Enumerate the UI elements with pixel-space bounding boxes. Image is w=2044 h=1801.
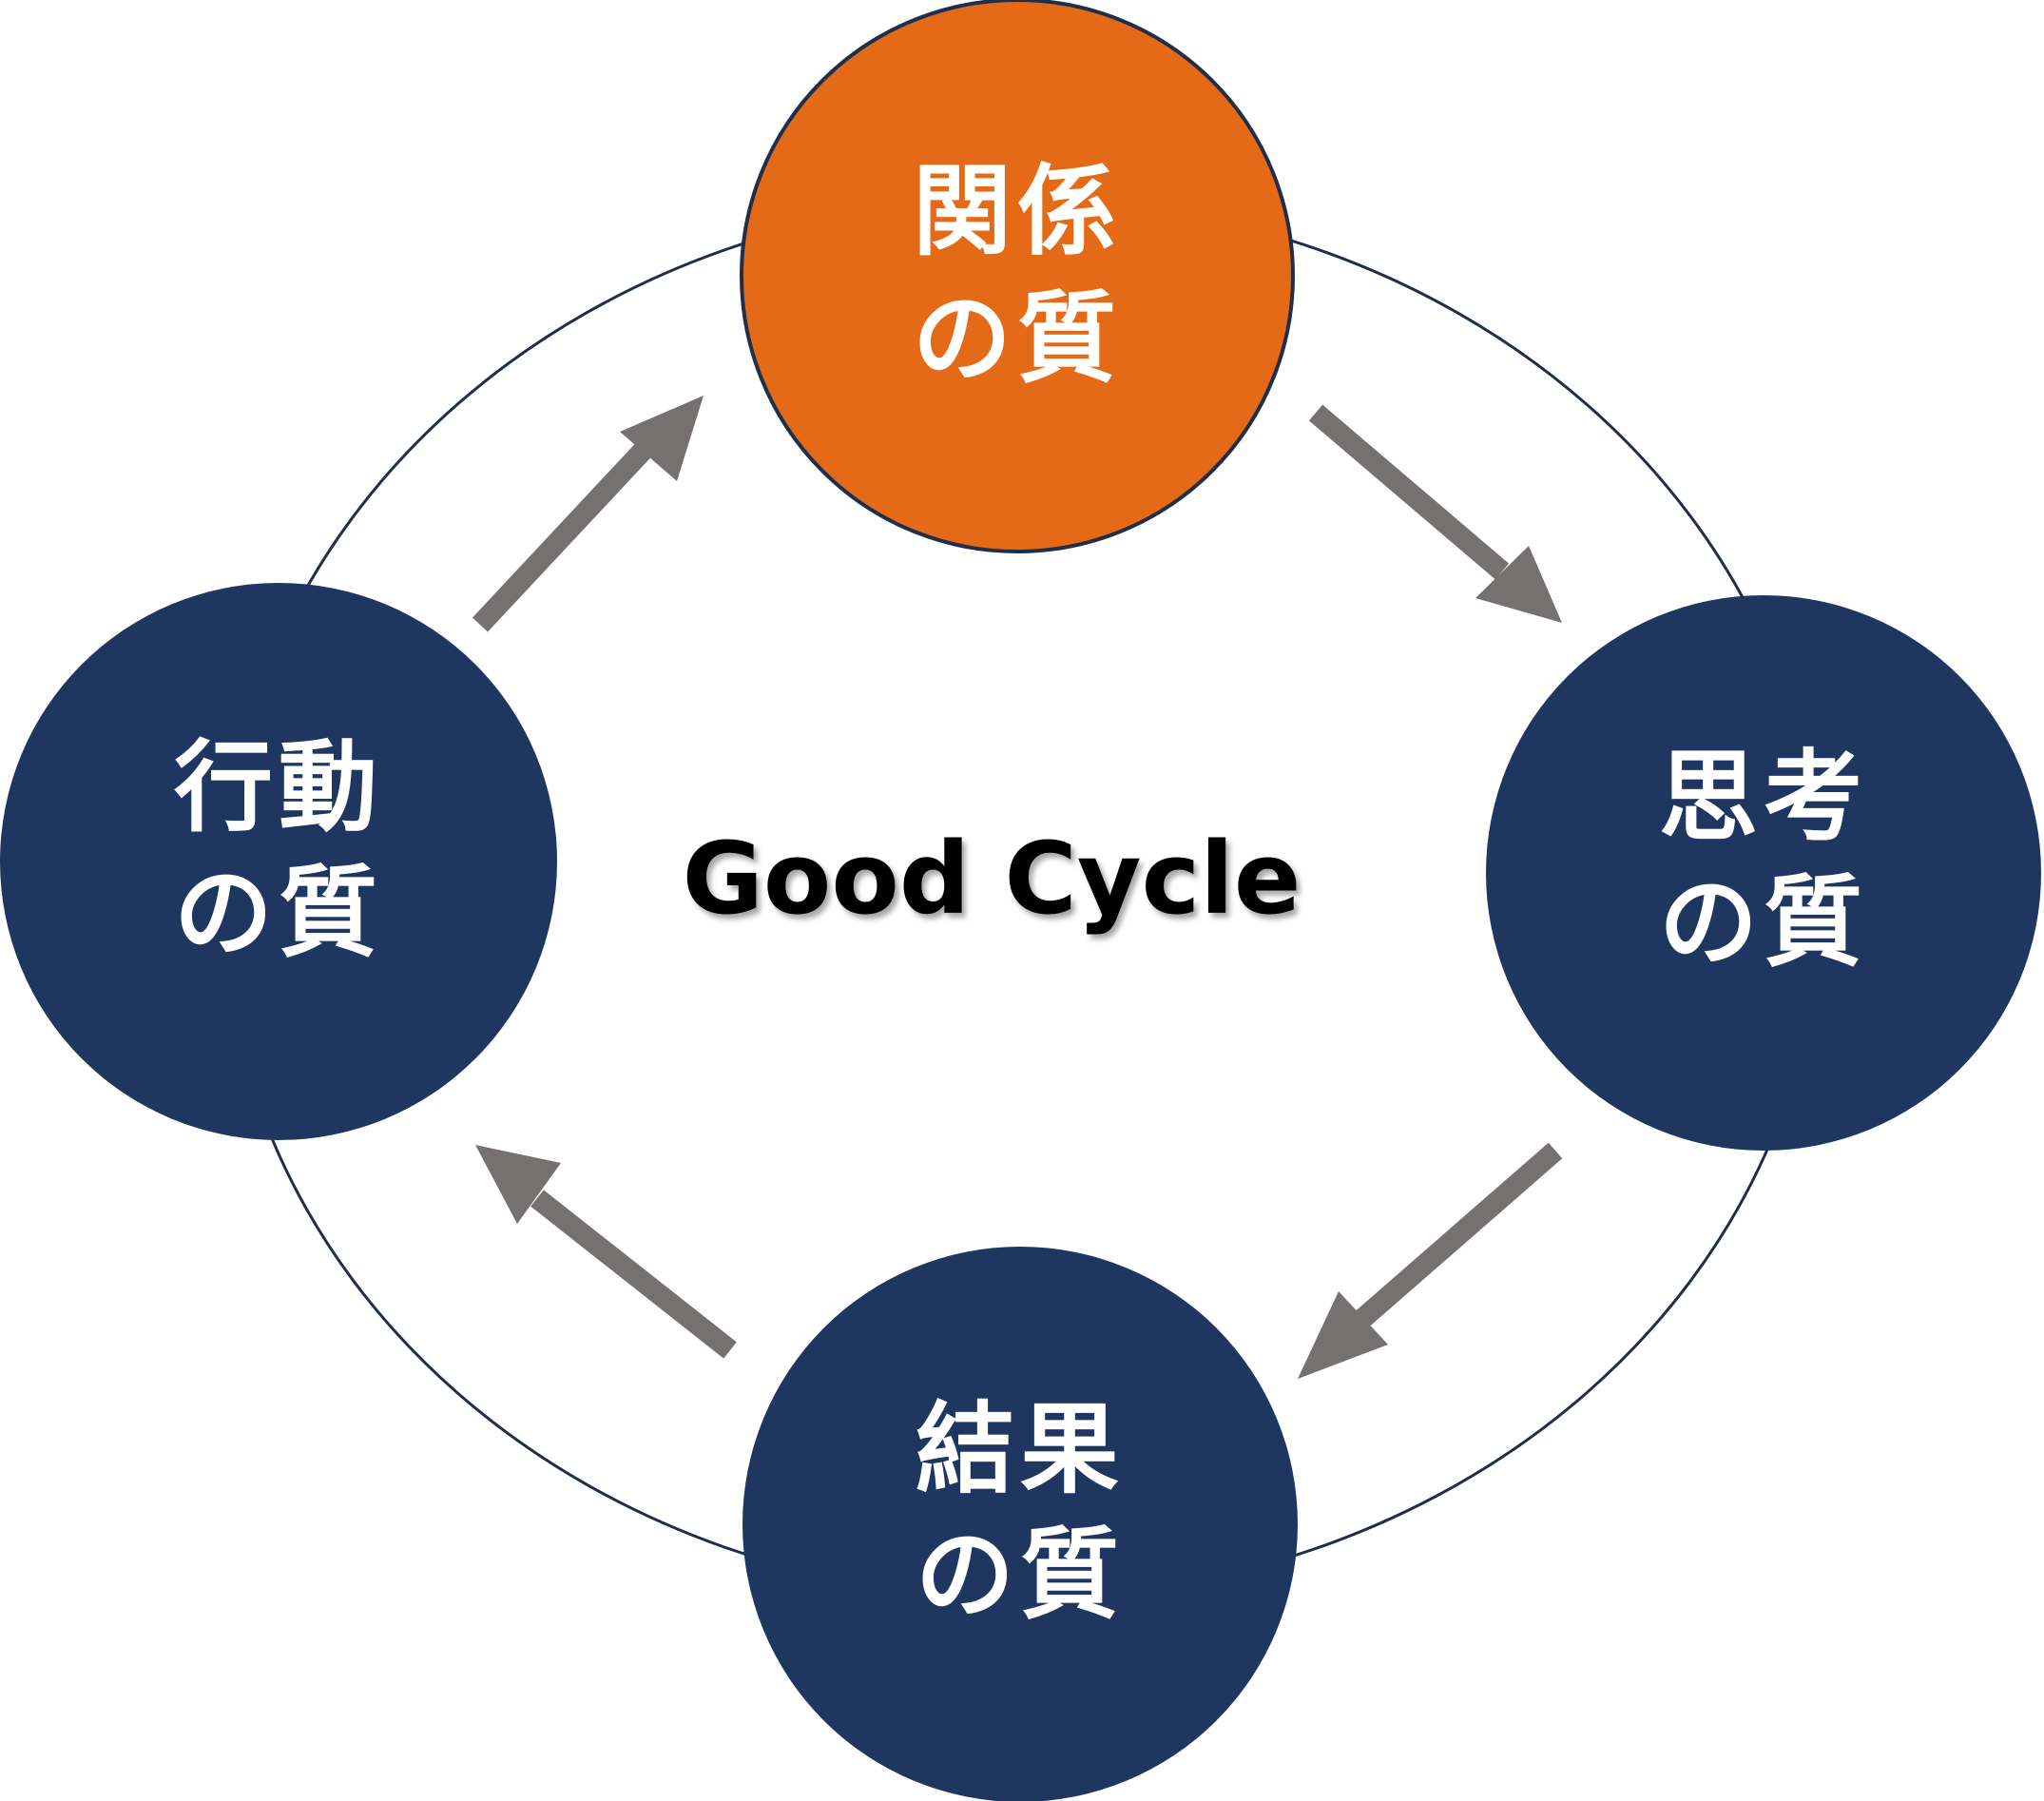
arrow-action-to-relationship [472, 396, 704, 632]
node-action-quality: 行動 の質 [0, 583, 557, 1140]
node-result-line1: 結果 [916, 1391, 1125, 1507]
node-action-line2: の質 [174, 855, 383, 971]
arrow-result-to-action [475, 1145, 737, 1359]
center-title: Good Cycle [683, 821, 1302, 937]
arrow-relationship-to-thinking [1308, 404, 1562, 623]
node-thinking-line1: 思考 [1659, 739, 1868, 855]
node-relationship-line2: の質 [913, 281, 1122, 397]
node-thinking-quality: 思考 の質 [1486, 595, 2041, 1151]
node-result-quality: 結果 の質 [742, 1247, 1298, 1801]
arrow-thinking-to-result [1298, 1142, 1563, 1379]
node-action-line1: 行動 [174, 729, 383, 845]
node-relationship-line1: 関係 [913, 153, 1122, 269]
node-result-line2: の質 [916, 1517, 1125, 1633]
node-thinking-line2: の質 [1659, 864, 1868, 980]
node-relationship-quality: 関係 の質 [740, 0, 1295, 553]
